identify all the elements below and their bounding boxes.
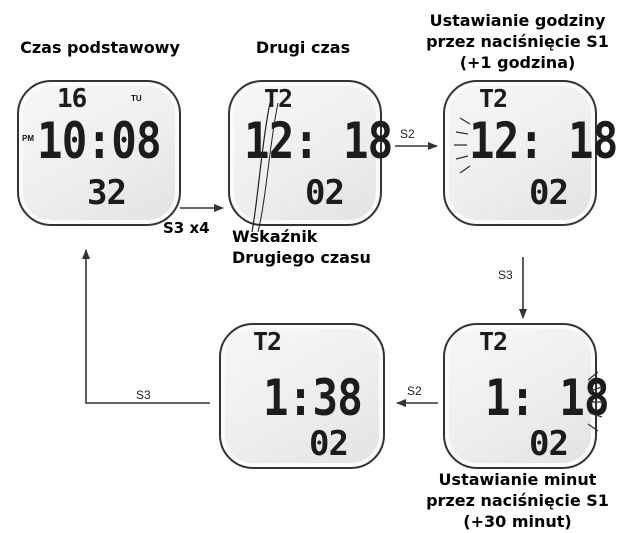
caption-indicator-line-1: Wskaźnik	[232, 227, 318, 246]
caption-set-hour-line-3: (+1 godzina)	[459, 53, 576, 72]
minute-blink-rays	[587, 371, 604, 432]
watch-minute-setting: T2 1: 18 02	[443, 323, 610, 469]
caption-indicator: Wskaźnik Drugiego czasu	[232, 226, 372, 268]
second-seconds: 02	[305, 173, 345, 213]
caption-set-hour-line-2: przez naciśnięcie S1	[426, 32, 609, 51]
hour-set-indicator: T2	[479, 84, 508, 113]
indicator-leader-line	[251, 102, 271, 233]
caption-indicator-line-2: Drugiego czasu	[232, 248, 371, 267]
label-s3-down: S3	[498, 268, 513, 282]
base-date: 16	[57, 84, 87, 114]
hour-blink-rays	[454, 117, 471, 174]
caption-set-hour: Ustawianie godziny przez naciśnięcie S1 …	[410, 10, 625, 73]
base-time: 10:08	[37, 112, 162, 170]
caption-base-time: Czas podstawowy	[20, 38, 180, 57]
hour-set-seconds: 02	[529, 173, 569, 213]
base-day: TU	[131, 94, 142, 103]
label-s3-return: S3	[136, 388, 151, 402]
hour-set-time: 12: 18	[469, 112, 618, 170]
caption-set-minutes: Ustawianie minut przez naciśnięcie S1 (+…	[410, 469, 625, 532]
minute-set-indicator: T2	[479, 327, 508, 356]
watch-result: T2 1:38 02	[219, 323, 385, 469]
label-s3x4: S3 x4	[163, 219, 210, 237]
label-s2-top: S2	[400, 127, 415, 141]
label-s2-bottom: S2	[407, 384, 422, 398]
watch-hour-setting: T2 12: 18 02	[443, 80, 618, 226]
base-seconds: 32	[87, 173, 127, 213]
arrow-s3-return	[82, 249, 210, 404]
caption-set-hour-line-1: Ustawianie godziny	[429, 11, 606, 30]
caption-second-time: Drugi czas	[255, 38, 351, 57]
minute-set-seconds: 02	[529, 424, 569, 464]
result-seconds: 02	[309, 424, 349, 464]
caption-set-minutes-line-3: (+30 minut)	[463, 512, 572, 531]
result-time: 1:38	[263, 369, 363, 427]
result-indicator: T2	[253, 327, 282, 356]
caption-set-minutes-line-2: przez naciśnięcie S1	[426, 491, 609, 510]
base-pm: PM	[22, 134, 34, 143]
watch-base-time: 16 TU PM 10:08 32	[17, 80, 181, 226]
caption-set-minutes-line-1: Ustawianie minut	[438, 470, 597, 489]
indicator-leader-line-2	[257, 102, 279, 233]
